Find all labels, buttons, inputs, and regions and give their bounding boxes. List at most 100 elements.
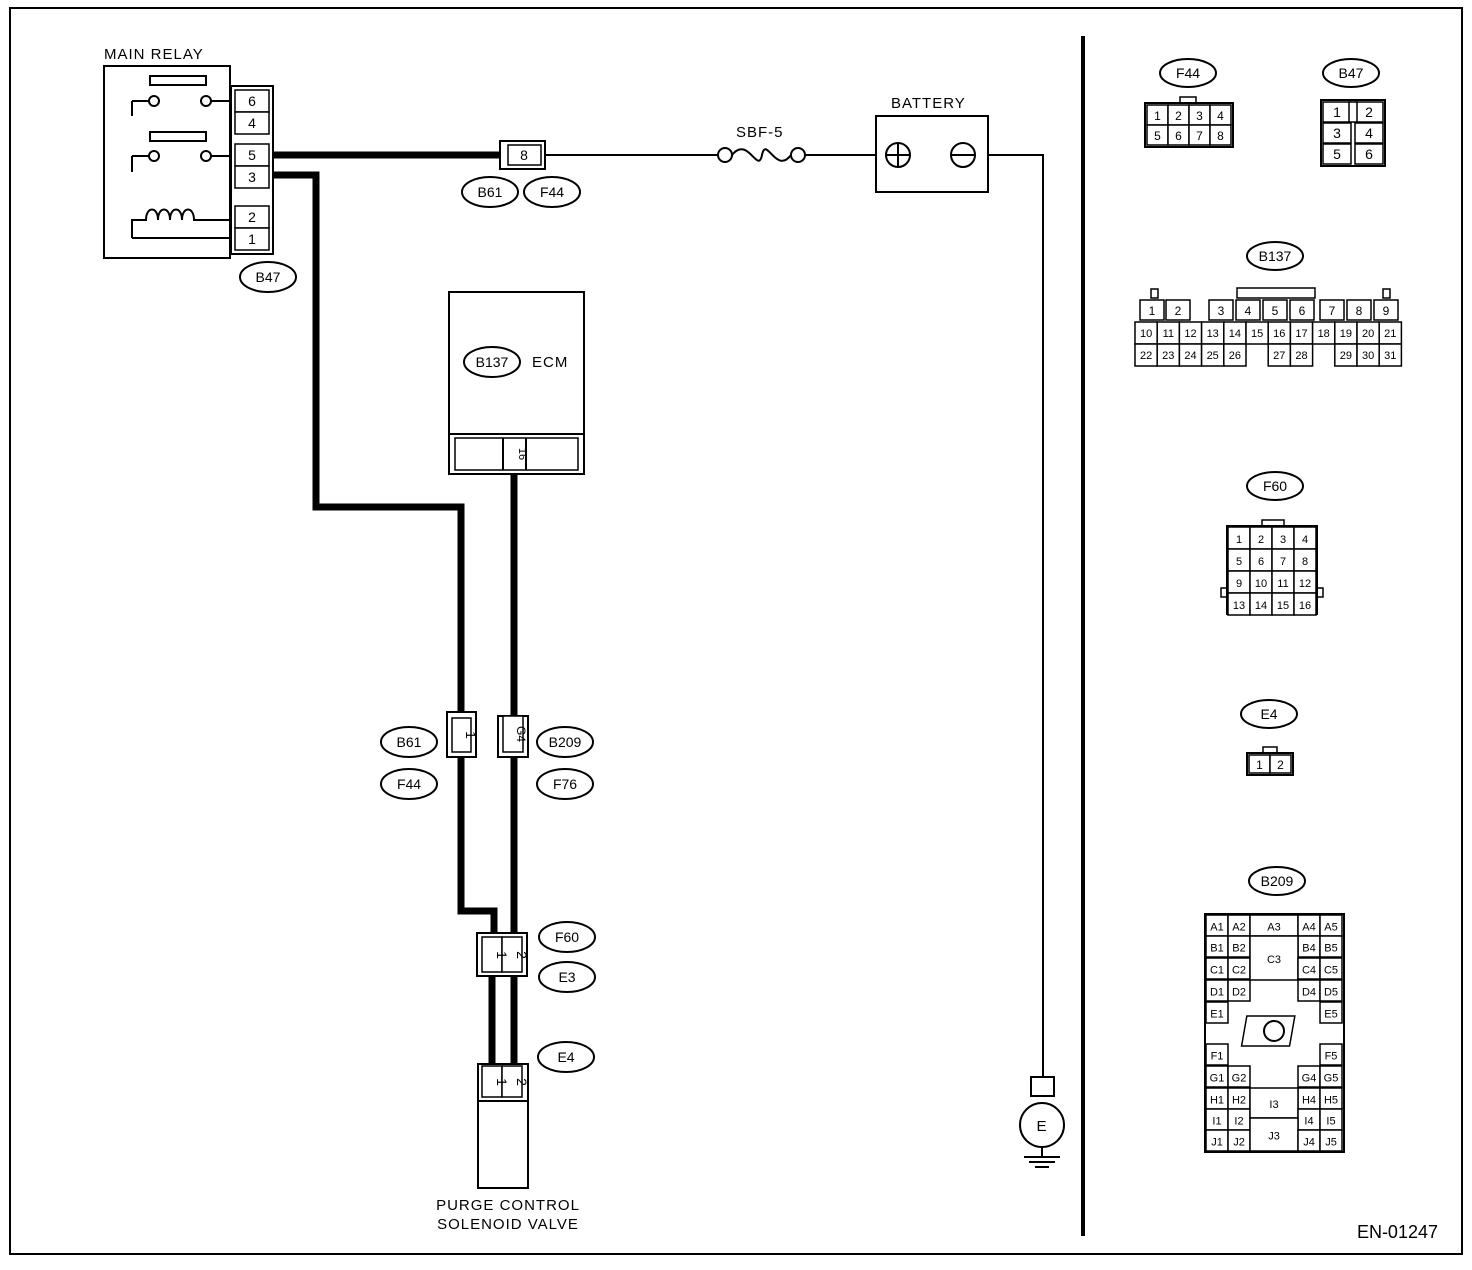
pin-H5: H5 [1324,1095,1338,1107]
pin-3: 3 [1333,125,1341,141]
pin-23: 23 [1162,350,1174,362]
connector-a-tag-top: B61 [397,734,422,750]
legend-f44-tag-label: F44 [1176,65,1200,81]
pin-4: 4 [1245,304,1252,318]
pin-14: 14 [1229,328,1241,340]
relay-pin-4: 4 [248,115,256,131]
connector-b-pin: G4 [514,726,528,742]
pin-29: 29 [1340,350,1352,362]
pin-I2: I2 [1234,1116,1243,1128]
pin-17: 17 [1295,328,1307,340]
connector-a-tag-bottom: F44 [397,776,421,792]
pin-16: 16 [1299,600,1311,612]
connector-b61-f44: 1 B61 F44 [380,711,479,800]
sol-connector-pin-2: 2 [514,951,530,959]
pin-12: 12 [1184,328,1196,340]
pin-A4: A4 [1302,922,1315,934]
pin-C2: C2 [1232,965,1246,977]
pin-26: 26 [1229,350,1241,362]
pin-J2: J2 [1233,1137,1245,1149]
purge-solenoid-valve: 1 2 E4 PURGE CONTROL SOLENOID VALVE [436,1041,595,1233]
pin-13: 13 [1207,328,1219,340]
pin-H2: H2 [1232,1095,1246,1107]
main-relay: MAIN RELAY 6 4 5 3 2 1 B47 [103,46,297,293]
pin-F5: F5 [1325,1051,1338,1063]
legend-b209-tag-label: B209 [1261,873,1294,889]
pin-D5: D5 [1324,987,1338,999]
pin-9: 9 [1236,578,1242,590]
relay-pin-1: 1 [248,231,256,247]
pin-4: 4 [1217,109,1224,123]
pin-1: 1 [1154,109,1161,123]
pin-27: 27 [1273,350,1285,362]
pin-22: 22 [1140,350,1152,362]
pin-31: 31 [1384,350,1396,362]
pin-2: 2 [1175,304,1182,318]
pin-D1: D1 [1210,987,1224,999]
pin-21: 21 [1384,328,1396,340]
pin-3: 3 [1196,109,1203,123]
pin-B1: B1 [1210,943,1223,955]
sol-connector-tag-bottom: E3 [558,969,575,985]
pin-6: 6 [1175,129,1182,143]
connector-f60-e3: 1 2 F60 E3 [476,921,596,993]
pin-6: 6 [1299,304,1306,318]
connector-b-tag-bottom: F76 [553,776,577,792]
pin-C3: C3 [1267,954,1281,966]
relay-pin-3: 3 [248,169,256,185]
pin-G1: G1 [1210,1073,1225,1085]
sol-connector-pin-1: 1 [494,951,510,959]
pin-1: 1 [1236,534,1242,546]
relay-pin-2: 2 [248,209,256,225]
relay-pin-6: 6 [248,93,256,109]
pin-3: 3 [1280,534,1286,546]
legend-e4-tag: E4 [1240,699,1298,729]
pin-4: 4 [1365,125,1373,141]
pin-24: 24 [1184,350,1196,362]
legend-b209-tag: B209 [1248,866,1306,896]
pin-16: 16 [1273,328,1285,340]
pin-10: 10 [1255,578,1267,590]
diagram-id: EN-01247 [1357,1222,1438,1242]
pin-A5: A5 [1324,922,1337,934]
legend-b137-tag: B137 [1246,241,1304,271]
pin-15: 15 [1251,328,1263,340]
pin-B4: B4 [1302,943,1315,955]
ground-point: E [1019,1076,1065,1168]
pin-3: 3 [1218,304,1225,318]
pin-E5: E5 [1324,1009,1337,1021]
pin-A2: A2 [1232,922,1245,934]
legend-b137-tag-label: B137 [1259,248,1292,264]
pin-B2: B2 [1232,943,1245,955]
pin-2: 2 [1277,758,1284,772]
pin-28: 28 [1295,350,1307,362]
pin-C4: C4 [1302,965,1316,977]
pin-C5: C5 [1324,965,1338,977]
pin-1: 1 [1333,104,1341,120]
legend-f44-tag: F44 [1159,58,1217,88]
pin-19: 19 [1340,328,1352,340]
pin-5: 5 [1154,129,1161,143]
pin-B5: B5 [1324,943,1337,955]
ecm-connector-tag: B137 [476,354,509,370]
battery-label: BATTERY [891,95,966,112]
ecm-label: ECM [532,354,568,371]
ground-label: E [1036,1118,1047,1135]
pin-2: 2 [1365,104,1373,120]
pin-7: 7 [1196,129,1203,143]
relay-pin-5: 5 [248,147,256,163]
fuse-sbf5: SBF-5 [717,124,806,163]
pin-F1: F1 [1211,1051,1224,1063]
pin-I3: I3 [1269,1099,1278,1111]
connector-b-tag-top: B209 [549,734,582,750]
valve-label-line2: SOLENOID VALVE [437,1216,579,1233]
pin-A3: A3 [1267,922,1280,934]
pin-20: 20 [1362,328,1374,340]
pin-A1: A1 [1210,922,1223,934]
pin-9: 9 [1383,304,1390,318]
